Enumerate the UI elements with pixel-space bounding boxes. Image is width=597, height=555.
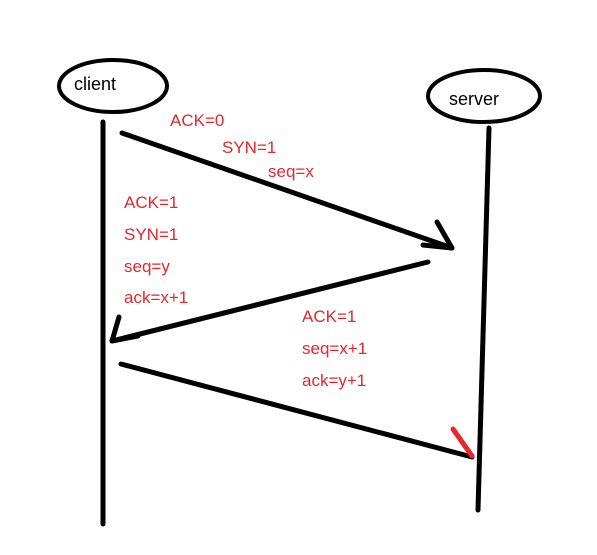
syn-arrowhead <box>420 219 455 251</box>
syn-ack-field-ack-num: ack=x+1 <box>124 288 188 307</box>
syn-ack-arrow-line <box>109 259 431 344</box>
ack-arrow-line <box>118 361 475 460</box>
ack-field-seq: seq=x+1 <box>302 339 367 358</box>
syn-field-syn: SYN=1 <box>222 138 276 157</box>
client-node: client <box>57 58 169 114</box>
server-label: server <box>449 89 499 109</box>
syn-ack-field-seq: seq=y <box>124 257 170 276</box>
syn-message <box>119 130 455 251</box>
server-lifeline <box>475 125 492 513</box>
syn-field-seq: seq=x <box>268 162 314 181</box>
syn-labels: ACK=0 SYN=1 seq=x <box>170 111 314 181</box>
client-ellipse <box>57 58 169 114</box>
ack-field-ack-num: ack=y+1 <box>302 371 366 390</box>
syn-ack-labels: ACK=1 SYN=1 seq=y ack=x+1 <box>124 193 188 307</box>
syn-ack-arrowhead <box>109 314 141 344</box>
syn-arrow-line <box>119 130 455 251</box>
ack-message <box>118 361 475 460</box>
ack-field-ack: ACK=1 <box>302 307 356 326</box>
server-node: server <box>426 68 542 124</box>
syn-ack-field-syn: SYN=1 <box>124 225 178 244</box>
syn-ack-field-ack: ACK=1 <box>124 193 178 212</box>
syn-ack-message <box>109 259 431 344</box>
syn-field-ack: ACK=0 <box>170 111 224 130</box>
ack-labels: ACK=1 seq=x+1 ack=y+1 <box>302 307 367 390</box>
client-label: client <box>74 74 116 94</box>
server-ellipse <box>426 68 542 124</box>
ack-arrowhead-stroke <box>450 426 475 459</box>
